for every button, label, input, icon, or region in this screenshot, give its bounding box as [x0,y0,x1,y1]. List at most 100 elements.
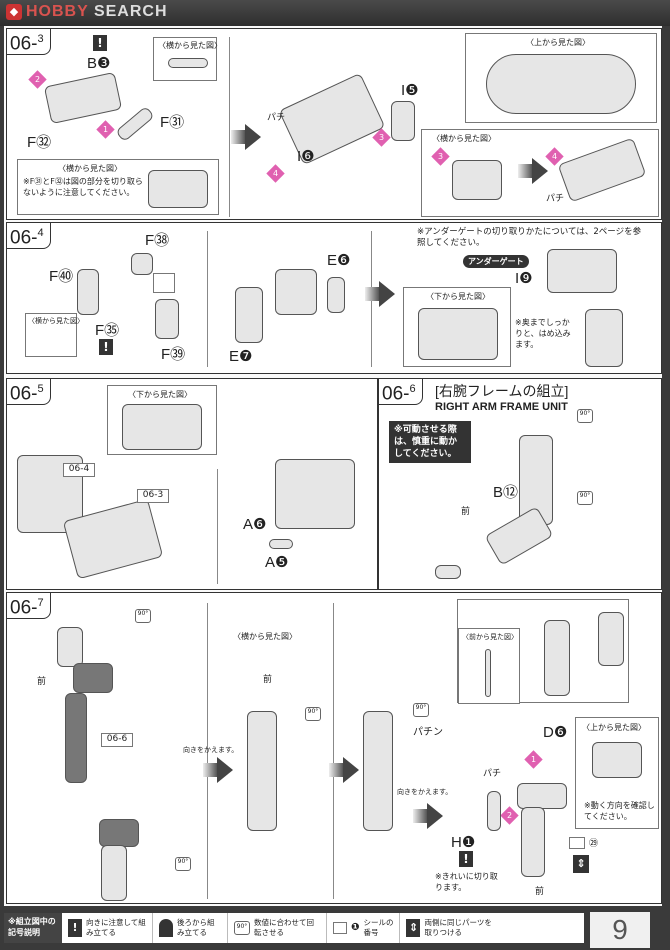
part-drawing [598,612,624,666]
step-06-6: 06-6 [右腕フレームの組立] RIGHT ARM FRAME UNIT ※可… [378,378,662,590]
divider [207,603,208,899]
legend-item: ⇕両側に同じパーツを取りつける [400,913,500,943]
part-drawing [486,54,636,114]
undergate-badge: アンダーゲート [463,255,529,268]
part-drawing [418,308,498,360]
inset-caption: 〈横から見た図〉 [28,317,84,325]
detail-inset: 〈前から見た図〉 [457,599,629,704]
step-reference: 06-3 [137,489,169,503]
turn-note: 向きをかえます。 [183,746,239,754]
divider [217,469,218,584]
front-label: 前 [461,507,471,517]
note-text: ※F㉛とF㉜は図の部分を切り取らないように注意してください。 [23,177,143,197]
legend-title: ※組立図中の記号説明 [4,913,62,943]
rotate-90-icon: 90° [577,409,593,423]
inset-caption: 〈横から見た図〉 [58,164,122,173]
part-drawing [275,269,317,315]
note-text: ※アンダーゲートの切り取りかたについては、2ページを参照してください。 [417,227,642,248]
exclamation-icon: ! [68,919,82,937]
part-label: F㉛ [160,114,185,131]
legend-label: 両側に同じパーツを取りつける [424,918,492,937]
step-marker: 3 [431,147,450,166]
logo-text: HOBBY SEARCH [26,3,168,20]
step-06-5: 06-5 〈下から見た図〉 06-4 06-3 A❻ A❺ [6,378,378,590]
mirror-parts-icon: ⇕ [573,855,589,873]
mirror-parts-icon: ⇕ [406,919,421,937]
part-drawing [547,249,617,293]
snap-text: パチン [413,727,443,738]
part-drawing [73,663,113,693]
part-drawing [391,101,415,141]
divider [333,603,334,899]
part-drawing [101,845,127,901]
inset-caption: 〈横から見た図〉 [233,632,297,641]
part-drawing [487,791,501,831]
exclamation-icon: ! [93,35,107,51]
part-drawing [115,105,155,143]
step-marker: 2 [500,806,519,825]
hobby-search-logo: ◆ HOBBY SEARCH [6,3,168,21]
part-label: A❻ [243,516,267,533]
step-reference: 06-4 [63,463,95,477]
next-arrow-icon [518,158,548,184]
part-label: I❻ [297,148,315,165]
part-label: F㊴ [161,346,186,363]
step-number: 06-3 [6,28,51,56]
part-label: A❺ [265,554,289,571]
next-arrow-icon [231,124,261,150]
step-marker: 1 [524,750,543,769]
part-label: I❾ [515,270,533,287]
legend-label: 数値に合わせて回転させる [254,918,314,937]
note-text: ※きれいに切り取ります。 [435,872,498,892]
part-drawing [99,819,139,847]
bottom-view-inset: 〈下から見た図〉 [403,287,511,367]
part-drawing [435,565,461,579]
rotate-90-icon: 90° [175,857,191,871]
part-drawing [452,160,502,200]
inset-caption: 〈下から見た図〉 [426,292,490,301]
part-drawing [269,539,293,549]
seal-icon [569,837,585,849]
part-drawing [592,742,642,778]
next-arrow-icon [365,281,395,307]
step-number: 06-6 [378,378,423,406]
note-text: ※奥までしっかりと、はめ込みます。 [515,318,571,349]
part-drawing [557,137,647,203]
legend-item: 90°数値に合わせて回転させる [228,913,327,943]
step-marker: 2 [28,70,47,89]
part-drawing [77,269,99,315]
logo-icon: ◆ [6,4,22,20]
inset-caption: 〈横から見た図〉 [432,134,496,143]
front-view-inset: 〈前から見た図〉 [458,628,520,704]
turn-note: 向きをかえます。 [397,788,453,796]
legend-item: !向きに注意して組み立てる [62,913,153,943]
part-label: E❻ [327,252,351,269]
symbol-legend: ※組立図中の記号説明 !向きに注意して組み立てる 後ろから組み立てる 90°数値… [4,913,584,943]
part-label: B❸ [87,55,111,72]
part-drawing [585,309,623,367]
part-drawing [131,253,153,275]
legend-label: 後ろから組み立てる [177,918,215,937]
part-label: F㉟ [95,322,120,339]
inset-caption: 〈横から見た図〉 [158,41,222,50]
caution-note: ※可動させる際は、慎重に動かしてください。 [389,421,471,463]
page-number: 9 [590,912,650,948]
legend-label: シールの番号 [363,918,394,937]
side-view-inset: 〈横から見た図〉 3 4 パチ [421,129,659,217]
step-number: 06-5 [6,378,51,406]
step-reference: 06-6 [101,733,133,747]
top-view-inset: 〈上から見た図〉※動く方向を確認してください。 [575,717,659,829]
divider [229,37,230,217]
manual-page: 06-3 ! B❸ 〈横から見た図〉 2 1 F㉛ F㉜ 〈横から見た図〉 ※F… [4,26,662,906]
rotate-90-icon: 90° [577,491,593,505]
rotate-90-icon: 90° [305,707,321,721]
back-view-icon [153,273,175,293]
inset-caption: 〈前から見た図〉 [462,633,518,641]
front-label: 前 [37,677,47,687]
step-marker: 4 [266,164,285,183]
part-label: D❻ [543,724,568,741]
part-label: E❼ [229,348,253,365]
divider [207,231,208,367]
part-drawing [65,693,87,783]
